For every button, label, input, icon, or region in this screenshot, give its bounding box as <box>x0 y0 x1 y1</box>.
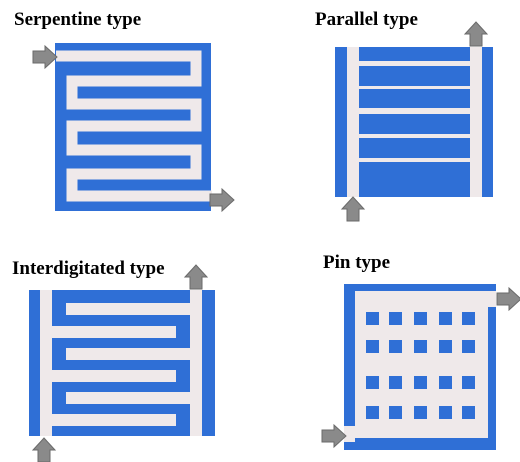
serpentine-panel <box>32 43 235 212</box>
interdigitated-finger <box>66 303 190 315</box>
pin-square <box>462 376 475 389</box>
parallel-panel <box>335 21 493 222</box>
parallel-inlet-arrow-icon <box>341 196 365 222</box>
serpentine-channel <box>56 50 212 202</box>
parallel-channel <box>359 138 470 149</box>
pin-outlet-arrow-icon <box>496 287 520 311</box>
parallel-channel <box>359 66 470 77</box>
pin-square <box>414 312 427 325</box>
pin-square <box>366 376 379 389</box>
pin-square <box>366 312 379 325</box>
serpentine-outlet-arrow-icon <box>209 188 235 212</box>
pin-square <box>439 340 452 353</box>
pin-square <box>462 406 475 419</box>
parallel-title: Parallel type <box>315 9 418 30</box>
parallel-outlet-manifold <box>470 47 482 197</box>
interdigitated-inlet-manifold <box>40 290 52 436</box>
pin-square <box>414 406 427 419</box>
interdigitated-title: Interdigitated type <box>12 258 165 279</box>
pin-square <box>439 376 452 389</box>
pin-title: Pin type <box>323 252 391 273</box>
interdigitated-finger <box>52 326 176 338</box>
pin-square <box>366 340 379 353</box>
pin-square <box>414 376 427 389</box>
pin-square <box>389 340 402 353</box>
pin-square <box>389 312 402 325</box>
pin-square <box>462 312 475 325</box>
pin-square <box>414 340 427 353</box>
pin-square <box>366 406 379 419</box>
pin-inlet-arrow-icon <box>321 424 347 448</box>
interdigitated-finger <box>52 414 176 426</box>
interdigitated-finger <box>66 392 190 404</box>
pin-square <box>462 340 475 353</box>
parallel-channel <box>359 89 470 100</box>
parallel-inlet-manifold <box>347 47 359 197</box>
pin-square <box>389 406 402 419</box>
pin-square <box>439 312 452 325</box>
interdigitated-finger <box>52 370 176 382</box>
serpentine-title: Serpentine type <box>14 9 142 30</box>
parallel-channel <box>359 114 470 125</box>
parallel-channel <box>359 162 470 173</box>
interdigitated-outlet-manifold <box>190 290 202 436</box>
pin-square <box>439 406 452 419</box>
pin-array <box>366 312 475 419</box>
interdigitated-panel <box>29 264 215 462</box>
parallel-outlet-arrow-icon <box>464 21 488 47</box>
pin-square <box>389 376 402 389</box>
interdigitated-inlet-arrow-icon <box>32 437 56 462</box>
serpentine-inlet-arrow-icon <box>32 45 58 69</box>
interdigitated-outlet-arrow-icon <box>184 264 208 290</box>
interdigitated-finger <box>66 348 190 360</box>
pin-panel <box>344 284 496 450</box>
